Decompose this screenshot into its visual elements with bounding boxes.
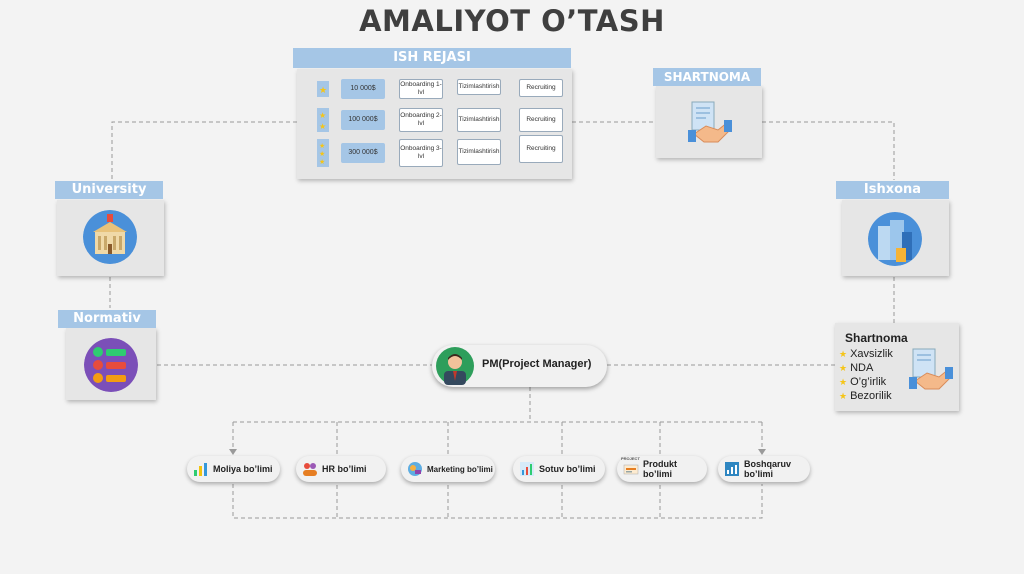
product-tag: PROJECT <box>621 456 640 461</box>
star-icon: ★ <box>839 391 848 401</box>
svg-text:★: ★ <box>319 142 325 150</box>
contract-header: SHARTNOMA <box>653 68 761 86</box>
manager-avatar-icon <box>436 347 474 385</box>
star-icon: ★★ <box>317 108 329 132</box>
plan-onboarding: Onboarding 2-lvl <box>399 108 443 132</box>
office-header: Ishxona <box>836 181 949 199</box>
department-product: Produkt bo’limi PROJECT <box>617 456 707 482</box>
handshake-contract-icon <box>688 101 732 143</box>
department-label: Boshqaruv bo’limi <box>744 459 792 479</box>
department-label: Sotuv bo’limi <box>539 464 596 474</box>
contract-details-card: Shartnoma ★Xavsizlik ★NDA ★O’g’irlik ★Be… <box>835 323 959 411</box>
plan-row: ★ 10 000$ Onboarding 1-lvl Tizimlashtiri… <box>297 79 577 109</box>
svg-text:★: ★ <box>319 158 325 166</box>
checklist-icon <box>84 338 138 392</box>
svg-text:★: ★ <box>319 111 326 120</box>
contract-term: ★Bezorilik <box>839 390 892 402</box>
university-building-icon <box>83 210 137 264</box>
plan-amount: 10 000$ <box>341 79 385 99</box>
plan-onboarding: Onboarding 3-lvl <box>399 139 443 167</box>
normativ-card <box>66 328 156 400</box>
page-title: AMALIYOT O’TASH <box>359 4 665 38</box>
contract-details-title: Shartnoma <box>845 331 908 345</box>
finance-chart-icon <box>194 463 207 476</box>
star-icon: ★ <box>839 349 848 359</box>
work-plan-card: ★ 10 000$ Onboarding 1-lvl Tizimlashtiri… <box>297 69 572 179</box>
office-buildings-icon <box>868 212 922 266</box>
plan-amount: 100 000$ <box>341 110 385 130</box>
contract-term: ★O’g’irlik <box>839 376 887 388</box>
star-icon: ★ <box>839 363 848 373</box>
normativ-header: Normativ <box>58 310 156 328</box>
plan-amount: 300 000$ <box>341 143 385 163</box>
svg-text:★: ★ <box>319 85 327 95</box>
plan-row: ★★★ 300 000$ Onboarding 3-lvl Tizimlasht… <box>297 135 577 169</box>
hr-people-icon <box>303 463 317 476</box>
plan-row: ★★ 100 000$ Onboarding 2-lvl Tizimlashti… <box>297 108 577 138</box>
product-icon <box>623 464 639 475</box>
department-hr: HR bo’limi <box>296 456 386 482</box>
plan-systematize: Tizimlashtirish <box>457 139 501 165</box>
department-finance: Moliya bo’limi <box>187 456 280 482</box>
department-label: HR bo’limi <box>322 464 367 474</box>
star-icon: ★ <box>317 81 329 97</box>
contract-term: ★NDA <box>839 362 874 374</box>
university-card <box>57 200 164 276</box>
plan-recruiting: Recruiting <box>519 79 563 97</box>
svg-text:★: ★ <box>319 150 325 158</box>
department-label: Produkt bo’limi <box>643 459 678 479</box>
department-label: Marketing bo’limi <box>427 464 493 474</box>
contract-terms-list: ★Xavsizlik ★NDA ★O’g’irlik ★Bezorilik <box>839 347 893 403</box>
plan-recruiting: Recruiting <box>519 135 563 163</box>
department-marketing: Marketing bo’limi <box>401 456 495 482</box>
plan-systematize: Tizimlashtirish <box>457 108 501 132</box>
office-card <box>842 200 949 276</box>
plan-onboarding: Onboarding 1-lvl <box>399 79 443 99</box>
management-icon <box>725 462 739 476</box>
department-label: Moliya bo’limi <box>213 464 273 474</box>
handshake-contract-icon <box>909 348 953 390</box>
contract-card <box>656 86 762 158</box>
star-icon: ★★★ <box>317 139 329 167</box>
project-manager-node: PM(Project Manager) <box>432 345 607 387</box>
department-management: Boshqaruv bo’limi <box>718 456 810 482</box>
project-manager-label: PM(Project Manager) <box>482 358 592 370</box>
plan-recruiting: Recruiting <box>519 108 563 132</box>
plan-systematize: Tizimlashtirish <box>457 79 501 95</box>
svg-text:★: ★ <box>319 122 326 131</box>
marketing-icon <box>408 462 422 476</box>
department-sales: Sotuv bo’limi <box>513 456 605 482</box>
sales-chart-icon <box>520 462 534 476</box>
university-header: University <box>55 181 163 199</box>
contract-term: ★Xavsizlik <box>839 348 893 360</box>
star-icon: ★ <box>839 377 848 387</box>
work-plan-header: ISH REJASI <box>293 48 571 68</box>
